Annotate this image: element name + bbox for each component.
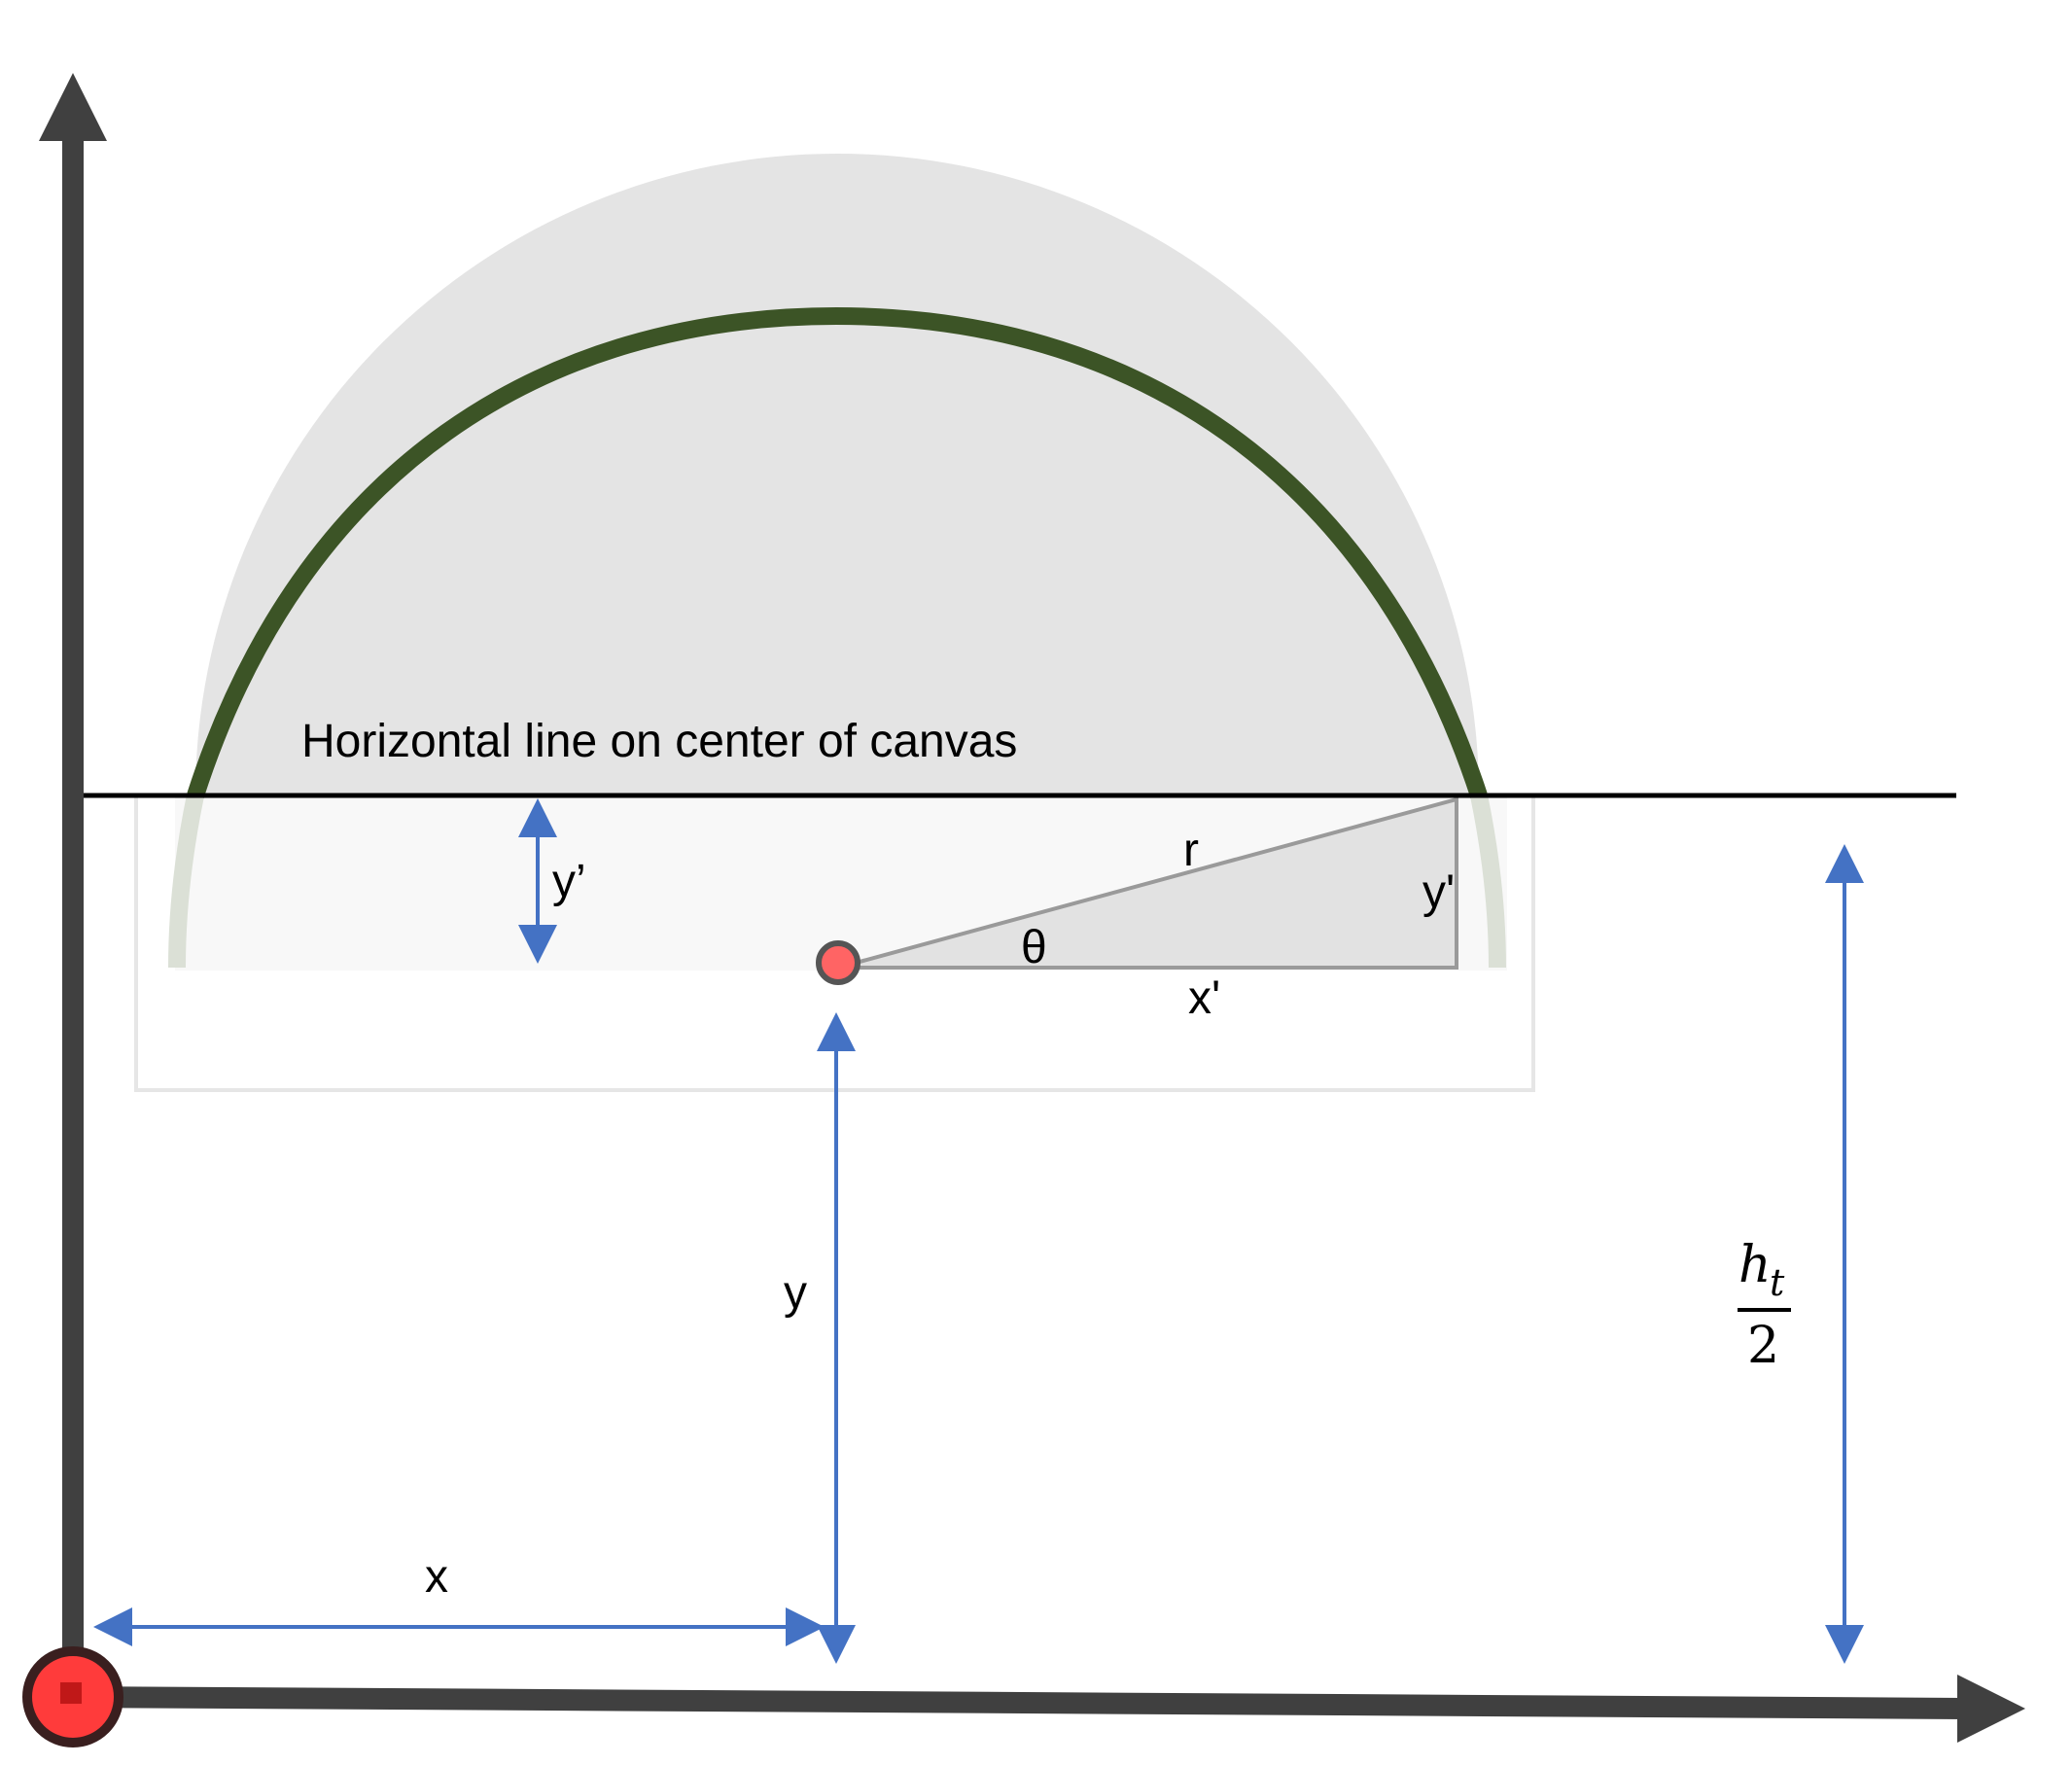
arc-lower-right [1470, 794, 1506, 969]
r-label: r [1183, 825, 1199, 876]
center-line-label: Horizontal line on center of canvas [301, 716, 1017, 767]
fraction-denominator: 2 [1747, 1317, 1779, 1375]
x-axis-arrowhead [1957, 1675, 2025, 1743]
fraction-numerator-subscript-t: t [1770, 1261, 1785, 1304]
x-prime-label: x' [1188, 972, 1220, 1024]
x-label: x [425, 1551, 448, 1603]
x-axis [72, 1686, 1965, 1719]
right-triangle [837, 796, 1458, 970]
y-prime-left-label: y’ [552, 856, 586, 907]
semicircle-fill [195, 154, 1479, 795]
y-prime-right-label: y' [1422, 866, 1455, 918]
y-label: y [784, 1267, 807, 1319]
arc-lower-left [168, 794, 204, 969]
origin-marker-square [60, 1682, 82, 1704]
center-point-marker [816, 940, 860, 985]
y-axis-arrowhead [39, 73, 107, 141]
theta-label: θ [1021, 922, 1047, 973]
fraction-numerator-h: h [1738, 1236, 1772, 1294]
semicircle-arc [187, 306, 1488, 798]
